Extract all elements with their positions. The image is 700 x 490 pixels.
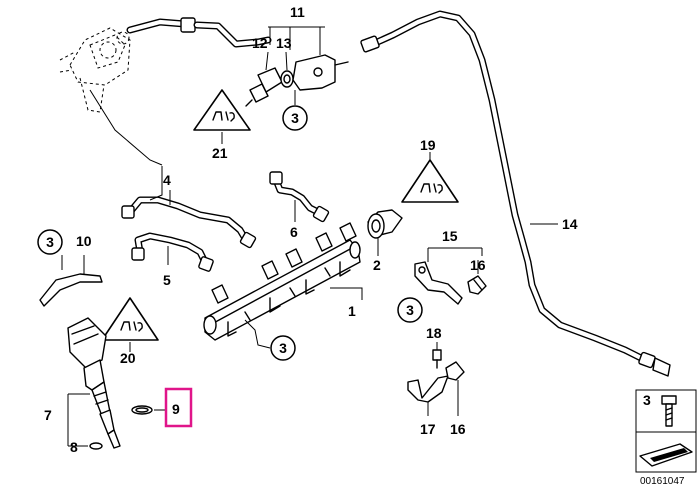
- callout-12: 12: [252, 35, 268, 51]
- hp-line-6: [269, 171, 330, 223]
- warning-triangle-21: [193, 89, 251, 144]
- callout-20: 20: [120, 350, 136, 366]
- injector-7: [67, 317, 121, 450]
- callout-16-lower: 16: [450, 421, 466, 437]
- bracket-17: [407, 342, 465, 416]
- hp-line-4: [121, 166, 257, 249]
- circled-ref-sensor: 3: [282, 105, 308, 131]
- callout-19: 19: [420, 137, 436, 153]
- callout-2: 2: [373, 257, 381, 273]
- circled-ref-bracket: 3: [397, 297, 423, 323]
- callout-8: 8: [70, 439, 78, 455]
- callout-13: 13: [276, 35, 292, 51]
- pressure-sensor-assembly: [245, 26, 349, 107]
- seal-10: [39, 255, 103, 307]
- bracket-15: [414, 247, 487, 305]
- callout-17: 17: [420, 421, 436, 437]
- callout-1: 1: [348, 303, 356, 319]
- callout-4: 4: [163, 172, 171, 188]
- bolt-icon: [661, 395, 677, 427]
- hp-line-5: [131, 232, 214, 272]
- callout-21: 21: [212, 145, 228, 161]
- washer-icon: [639, 443, 693, 467]
- circled-ref-rail: 3: [270, 335, 296, 361]
- callout-6: 6: [290, 224, 298, 240]
- legend-item-number: 3: [643, 392, 651, 408]
- plug-2: [367, 209, 403, 256]
- svg-text:3: 3: [279, 340, 287, 356]
- hp-line-upper: [126, 17, 272, 48]
- callout-7: 7: [44, 407, 52, 423]
- callout-15: 15: [442, 228, 458, 244]
- warning-triangle-20: [101, 297, 159, 352]
- callout-10: 10: [76, 233, 92, 249]
- svg-text:3: 3: [406, 302, 414, 318]
- callout-18: 18: [426, 325, 442, 341]
- legend-box: 3: [635, 389, 697, 473]
- callout-9-highlight: [164, 387, 193, 428]
- svg-text:3: 3: [291, 110, 299, 126]
- callout-9: 9: [172, 401, 180, 417]
- circled-ref-seal: 3: [37, 229, 63, 255]
- callout-11: 11: [290, 4, 305, 20]
- warning-triangle-19: [401, 152, 459, 203]
- svg-text:3: 3: [46, 234, 54, 250]
- callout-5: 5: [163, 272, 171, 288]
- callout-14: 14: [562, 216, 578, 232]
- fuel-rail: [203, 222, 363, 349]
- seal-ring-9: [131, 405, 165, 415]
- callout-16-upper: 16: [470, 257, 486, 273]
- high-pressure-pump: [59, 27, 163, 166]
- fuel-feed-hose: [360, 10, 671, 377]
- diagram-id: 00161047: [640, 476, 685, 487]
